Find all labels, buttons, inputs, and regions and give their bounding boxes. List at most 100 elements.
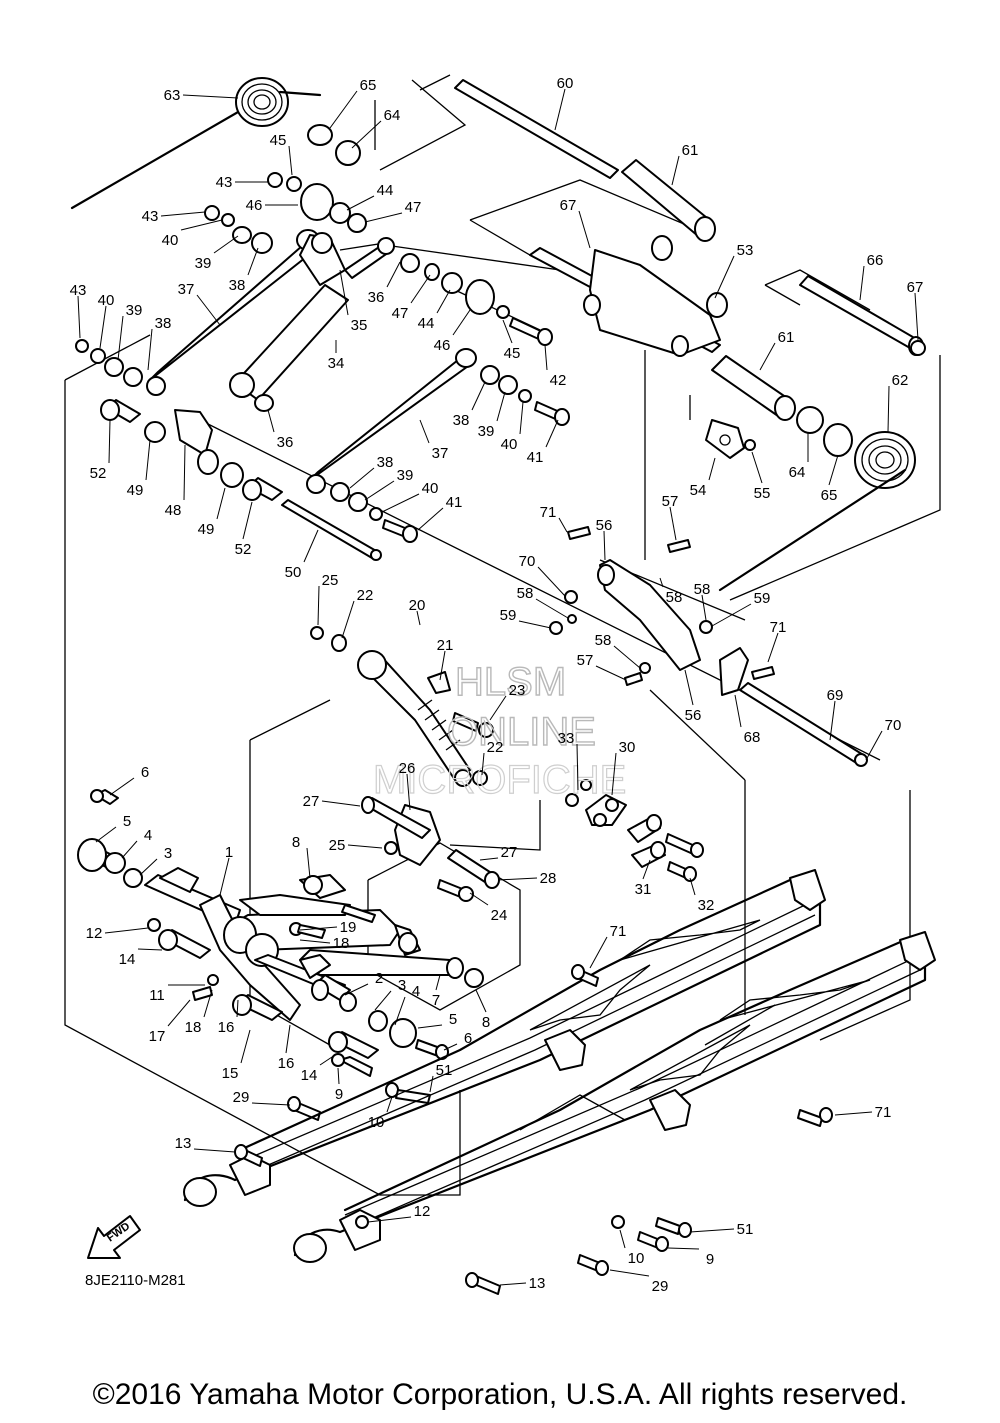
leader-71c xyxy=(589,936,608,969)
callout-48: 48 xyxy=(165,502,182,519)
leader-44a xyxy=(346,195,375,211)
leader-71d xyxy=(834,1111,873,1116)
callout-31: 31 xyxy=(635,881,652,898)
leader-54 xyxy=(708,457,716,481)
callout-61b: 61 xyxy=(778,329,795,346)
callout-10b: 10 xyxy=(628,1250,645,1267)
callout-32: 32 xyxy=(698,897,715,914)
callout-71d: 71 xyxy=(875,1104,892,1121)
leader-47b xyxy=(410,274,431,304)
callout-38c: 38 xyxy=(453,412,470,429)
leader-10a xyxy=(386,1096,393,1113)
callout-51b: 51 xyxy=(737,1221,754,1238)
leader-37b xyxy=(419,419,430,444)
callout-24: 24 xyxy=(491,907,508,924)
lower-tubes xyxy=(147,918,431,1121)
callout-38b: 38 xyxy=(155,315,172,332)
leader-44b xyxy=(436,289,451,314)
callout-1: 1 xyxy=(225,844,233,861)
rear-arm-tubes xyxy=(100,399,382,561)
callout-58d: 58 xyxy=(595,632,612,649)
callout-64b: 64 xyxy=(789,464,806,481)
callout-67b: 67 xyxy=(907,279,924,296)
slide-rail-left xyxy=(183,869,826,1207)
callout-22a: 22 xyxy=(357,587,374,604)
callout-26: 26 xyxy=(399,760,416,777)
leader-18b xyxy=(203,989,213,1018)
leader-61b xyxy=(759,342,776,371)
leader-29a xyxy=(251,1102,291,1106)
leader-41a xyxy=(545,419,559,448)
callout-19: 19 xyxy=(340,919,357,936)
torsion-spring-right xyxy=(718,431,916,592)
watermark-line-3: MICROFICHE xyxy=(373,758,626,802)
callout-70a: 70 xyxy=(519,553,536,570)
leader-43b xyxy=(160,211,206,217)
callout-66: 66 xyxy=(867,252,884,269)
callout-25b: 25 xyxy=(329,837,346,854)
leader-41b xyxy=(417,507,444,531)
leader-71a xyxy=(558,517,568,533)
leader-15 xyxy=(240,1029,251,1064)
callout-37b: 37 xyxy=(432,445,449,462)
leader-16a xyxy=(236,999,239,1018)
leader-51b xyxy=(689,1228,735,1233)
leader-5a xyxy=(95,826,117,843)
callout-64a: 64 xyxy=(384,107,401,124)
leader-38d xyxy=(349,467,375,489)
callout-39c: 39 xyxy=(478,423,495,440)
callout-4b: 4 xyxy=(412,983,420,1000)
leader-12b xyxy=(367,1216,412,1223)
callout-2: 2 xyxy=(375,970,383,987)
callout-14a: 14 xyxy=(119,951,136,968)
leader-45b xyxy=(502,319,513,344)
leader-5b xyxy=(417,1024,443,1029)
callout-22b: 22 xyxy=(487,739,504,756)
callout-40a: 40 xyxy=(162,232,179,249)
callout-3b: 3 xyxy=(398,977,406,994)
leader-47a xyxy=(364,212,403,223)
callout-49b: 49 xyxy=(198,521,215,538)
callout-59a: 59 xyxy=(500,607,517,624)
leader-49b xyxy=(216,487,226,520)
leader-65b xyxy=(828,454,839,486)
watermark-line-1: HLSM xyxy=(455,660,566,704)
callout-63: 63 xyxy=(164,87,181,104)
callout-18b: 18 xyxy=(185,1019,202,1036)
pivot-bracket xyxy=(529,235,728,357)
callout-27a: 27 xyxy=(303,793,320,810)
leader-63 xyxy=(182,94,239,99)
callout-25a: 25 xyxy=(322,572,339,589)
callout-10a: 10 xyxy=(368,1114,385,1131)
callout-35: 35 xyxy=(351,317,368,334)
leader-58b xyxy=(659,577,664,588)
leader-7 xyxy=(435,974,441,991)
leader-32 xyxy=(689,877,696,896)
leader-9b xyxy=(667,1247,700,1250)
leader-39a xyxy=(213,235,239,254)
callout-4a: 4 xyxy=(144,827,152,844)
callout-17: 17 xyxy=(149,1028,166,1045)
callout-36b: 36 xyxy=(277,434,294,451)
slide-rail-right xyxy=(293,931,936,1263)
leader-13b xyxy=(499,1282,527,1286)
callout-labels: 6365644560614346444743403938675366674340… xyxy=(70,75,924,1295)
callout-5a: 5 xyxy=(123,813,131,830)
leader-22a xyxy=(341,600,355,639)
leader-40a xyxy=(180,219,223,231)
callout-57a: 57 xyxy=(662,493,679,510)
copyright-notice: ©2016 Yamaha Motor Corporation, U.S.A. A… xyxy=(92,1378,908,1411)
leader-62 xyxy=(887,385,890,433)
callout-54: 54 xyxy=(690,482,707,499)
right-sleeve xyxy=(705,355,853,459)
callout-53: 53 xyxy=(737,242,754,259)
leader-61a xyxy=(671,155,680,186)
callout-46a: 46 xyxy=(246,197,263,214)
torsion-spring-left xyxy=(70,77,322,210)
callout-5b: 5 xyxy=(449,1011,457,1028)
leader-52a xyxy=(108,419,111,464)
callout-29b: 29 xyxy=(652,1278,669,1295)
leader-25a xyxy=(317,585,320,626)
leader-57a xyxy=(669,506,677,541)
leader-22b xyxy=(481,752,485,776)
